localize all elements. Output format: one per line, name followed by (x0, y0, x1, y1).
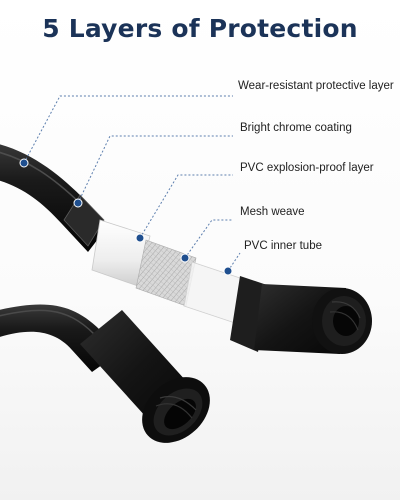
leader-line-4 (184, 219, 233, 259)
lower-hose (0, 304, 120, 372)
blue-dot-marker (180, 253, 190, 263)
layer-label: Bright chrome coating (240, 122, 352, 134)
chrome-band (63, 194, 105, 247)
layer-label: Wear-resistant protective layer (238, 80, 394, 92)
leader-line-3 (139, 174, 233, 239)
upper-connector-nut (230, 276, 372, 354)
layer-label: Mesh weave (240, 206, 305, 218)
layer-label: PVC explosion-proof layer (240, 162, 374, 174)
lower-connector-nut (80, 310, 210, 443)
layer-label: PVC inner tube (244, 240, 322, 252)
blue-dot-marker (19, 158, 29, 168)
leader-line-2 (77, 135, 233, 204)
blue-dot-marker (223, 266, 233, 276)
blue-dot-marker (135, 233, 145, 243)
leader-line-1 (23, 95, 233, 164)
page-title: 5 Layers of Protection (42, 14, 358, 43)
blue-dot-marker (73, 198, 83, 208)
